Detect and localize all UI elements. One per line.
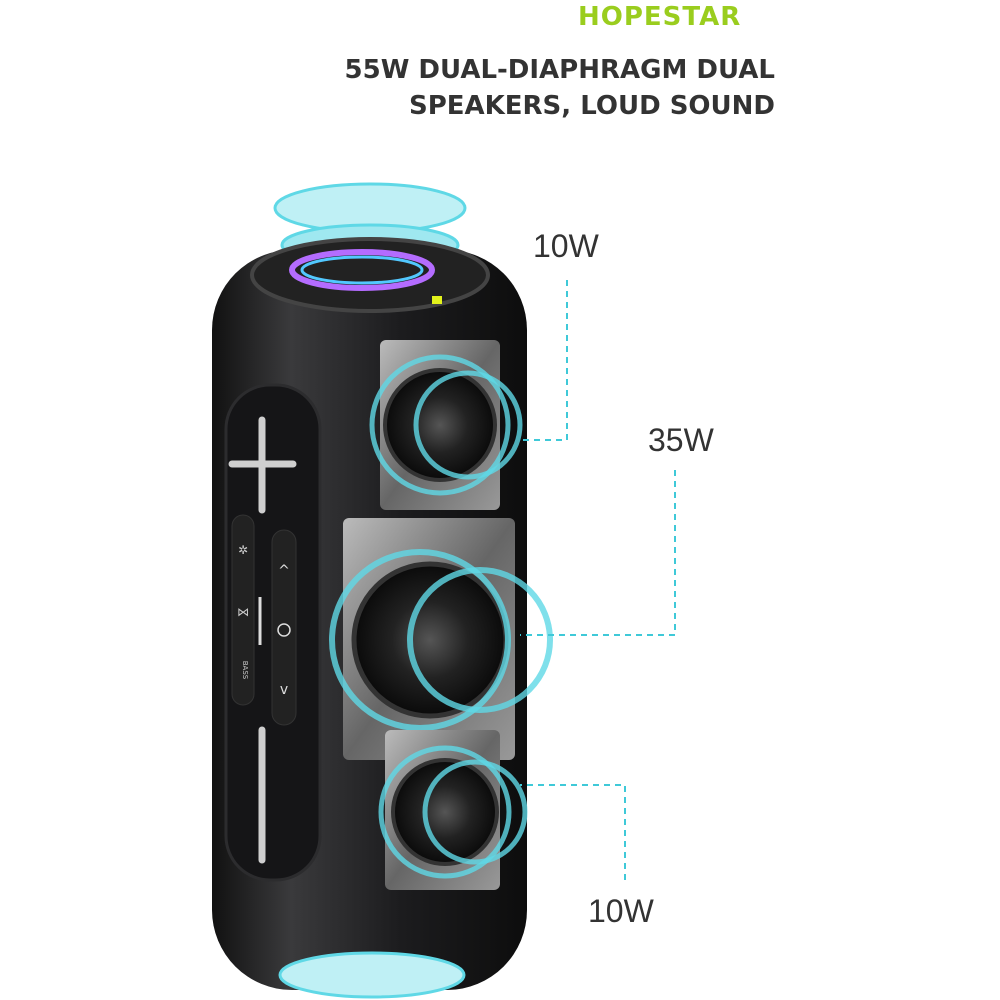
middle-driver-power-label: 35W [648, 422, 714, 458]
sound-wave-bottom [278, 951, 466, 999]
volume-up-plus-icon [228, 416, 297, 514]
driver-middle [329, 518, 553, 760]
driver-bottom [378, 730, 528, 890]
prev-track-icon: v [280, 682, 288, 698]
leader-line-middle [520, 470, 676, 636]
tws-icon: ⋈ [237, 605, 249, 619]
rgb-light-ring [289, 249, 435, 291]
play-pause-icon [277, 623, 291, 637]
brand-logo: HOPESTAR [578, 2, 742, 32]
driver-top [369, 340, 523, 510]
status-led [432, 296, 442, 304]
headline: 55W DUAL-DIAPHRAGM DUAL SPEAKERS, LOUD S… [345, 52, 775, 124]
left-button-strip [231, 514, 255, 706]
headline-line-1: 55W DUAL-DIAPHRAGM DUAL [344, 55, 775, 85]
right-button-strip [271, 529, 297, 726]
headline-line-2: SPEAKERS, LOUD SOUND [408, 91, 775, 121]
leader-line-bottom [520, 784, 626, 880]
bass-boost-icon: BASS [241, 661, 249, 680]
top-driver-power-label: 10W [533, 228, 599, 264]
next-track-icon: ^ [278, 563, 290, 579]
bottom-driver-power-label: 10W [588, 893, 654, 929]
leader-line-top [520, 280, 568, 441]
light-mode-icon: ✲ [238, 543, 248, 557]
